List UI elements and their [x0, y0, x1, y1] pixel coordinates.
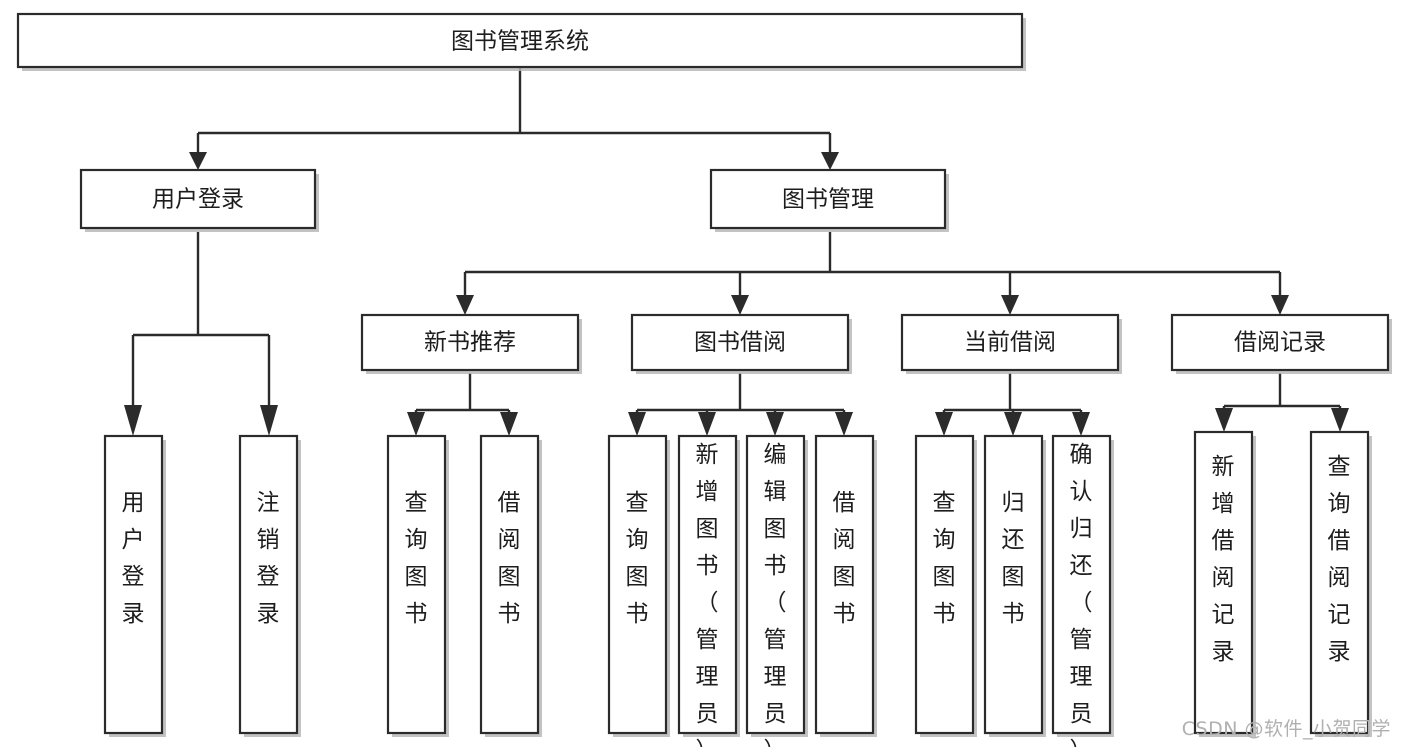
node-leaf-user-login-label: 用户登录: [122, 490, 145, 627]
node-leaf-logout[interactable]: 注销登录: [238, 434, 301, 737]
node-leaf-query-record-box[interactable]: [1309, 430, 1370, 735]
node-new-book-recommend-label: 新书推荐: [424, 330, 516, 356]
node-leaf-borrow-book-1-label: 借阅图书: [498, 490, 521, 627]
node-leaf-query-book-1[interactable]: 查询图书: [386, 434, 449, 737]
csdn-watermark: CSDN @软件_小贺同学: [1181, 718, 1391, 740]
node-leaf-edit-book-label: 编辑图书（管理员）: [764, 442, 787, 747]
arrowhead-borrow-record: [1271, 295, 1289, 315]
node-leaf-return-book-box[interactable]: [983, 434, 1044, 735]
node-leaf-query-book-3-box[interactable]: [914, 434, 975, 735]
node-root[interactable]: 图书管理系统: [16, 12, 1026, 71]
node-leaf-add-book-label: 新增图书（管理员）: [696, 442, 719, 747]
node-leaf-borrow-book-1-box[interactable]: [479, 434, 540, 735]
node-book-borrow[interactable]: 图书借阅: [630, 313, 852, 374]
arrowhead-new-book: [456, 295, 474, 315]
node-current-borrow-box[interactable]: [900, 313, 1120, 372]
arrowhead-leaf-add-book: [698, 412, 716, 436]
node-current-borrow-label: 当前借阅: [964, 330, 1056, 356]
node-leaf-borrow-book-2[interactable]: 借阅图书: [814, 434, 877, 737]
arrowhead-leaf-logout: [260, 405, 278, 436]
arrowhead-leaf-confirm-return: [1072, 412, 1090, 436]
arrowhead-leaf-borrow-book-2: [835, 412, 853, 436]
node-borrow-record[interactable]: 借阅记录: [1170, 313, 1392, 374]
arrowhead-book-borrow: [731, 295, 749, 315]
arrowhead-leaf-edit-book: [766, 412, 784, 436]
node-root-label: 图书管理系统: [451, 29, 589, 55]
node-new-book-recommend[interactable]: 新书推荐: [360, 313, 582, 374]
node-leaf-confirm-return-label: 确认归还（管理员）: [1070, 442, 1093, 747]
arrowhead-leaf-user-login: [124, 405, 142, 436]
node-leaf-add-book-box[interactable]: [677, 434, 738, 735]
node-user-login[interactable]: 用户登录: [79, 168, 319, 232]
node-new-book-recommend-box[interactable]: [360, 313, 580, 372]
node-leaf-logout-box[interactable]: [238, 434, 299, 735]
arrowhead-leaf-query-book-2: [628, 412, 646, 436]
node-leaf-confirm-return-box[interactable]: [1051, 434, 1112, 735]
node-book-borrow-box[interactable]: [630, 313, 850, 372]
node-leaf-edit-book[interactable]: 编辑图书（管理员）: [745, 434, 808, 747]
node-leaf-return-book[interactable]: 归还图书: [983, 434, 1046, 737]
arrowhead-current-borrow: [1001, 295, 1019, 315]
node-leaf-return-book-label: 归还图书: [1002, 490, 1025, 627]
node-leaf-query-book-3-label: 查询图书: [933, 490, 956, 627]
node-book-management[interactable]: 图书管理: [709, 168, 949, 232]
arrowhead-leaf-query-book-1: [407, 412, 425, 436]
node-leaf-query-book-3[interactable]: 查询图书: [914, 434, 977, 737]
node-leaf-add-record[interactable]: 新增借阅记录: [1193, 430, 1256, 737]
node-leaf-query-book-1-box[interactable]: [386, 434, 447, 735]
node-current-borrow[interactable]: 当前借阅: [900, 313, 1122, 374]
node-borrow-record-label: 借阅记录: [1234, 330, 1326, 356]
node-book-management-box[interactable]: [709, 168, 947, 230]
node-user-login-label: 用户登录: [152, 187, 244, 213]
connector-group: [124, 67, 1349, 436]
arrowhead-leaf-add-record: [1215, 408, 1233, 432]
arrowhead-book-management: [821, 152, 839, 170]
node-leaf-add-book[interactable]: 新增图书（管理员）: [677, 434, 740, 747]
node-root-box[interactable]: [16, 12, 1024, 69]
node-leaf-logout-label: 注销登录: [257, 490, 280, 627]
node-leaf-query-record-label: 查询借阅记录: [1328, 454, 1351, 665]
arrowhead-leaf-query-book-3: [935, 412, 953, 436]
node-borrow-record-box[interactable]: [1170, 313, 1390, 372]
node-user-login-box[interactable]: [79, 168, 317, 230]
node-leaf-edit-book-box[interactable]: [745, 434, 806, 735]
node-leaf-query-record[interactable]: 查询借阅记录: [1309, 430, 1372, 737]
node-leaf-confirm-return[interactable]: 确认归还（管理员）: [1051, 434, 1114, 747]
node-leaf-borrow-book-2-label: 借阅图书: [833, 490, 856, 627]
node-leaf-query-book-2-label: 查询图书: [626, 490, 649, 627]
node-leaf-add-record-box[interactable]: [1193, 430, 1254, 735]
node-book-management-label: 图书管理: [782, 187, 874, 213]
node-leaf-borrow-book-2-box[interactable]: [814, 434, 875, 735]
arrowhead-leaf-return-book: [1004, 412, 1022, 436]
node-leaf-query-book-2-box[interactable]: [607, 434, 668, 735]
node-leaf-user-login-box[interactable]: [103, 434, 164, 735]
node-leaf-user-login[interactable]: 用户登录: [103, 434, 166, 737]
node-leaf-query-book-2[interactable]: 查询图书: [607, 434, 670, 737]
arrowhead-user-login: [189, 152, 207, 170]
node-book-borrow-label: 图书借阅: [694, 330, 786, 356]
node-leaf-query-book-1-label: 查询图书: [405, 490, 428, 627]
arrowhead-leaf-query-record: [1331, 408, 1349, 432]
arrowhead-leaf-borrow-book-1: [500, 412, 518, 436]
node-leaf-borrow-book-1[interactable]: 借阅图书: [479, 434, 542, 737]
node-leaf-add-record-label: 新增借阅记录: [1212, 454, 1235, 665]
